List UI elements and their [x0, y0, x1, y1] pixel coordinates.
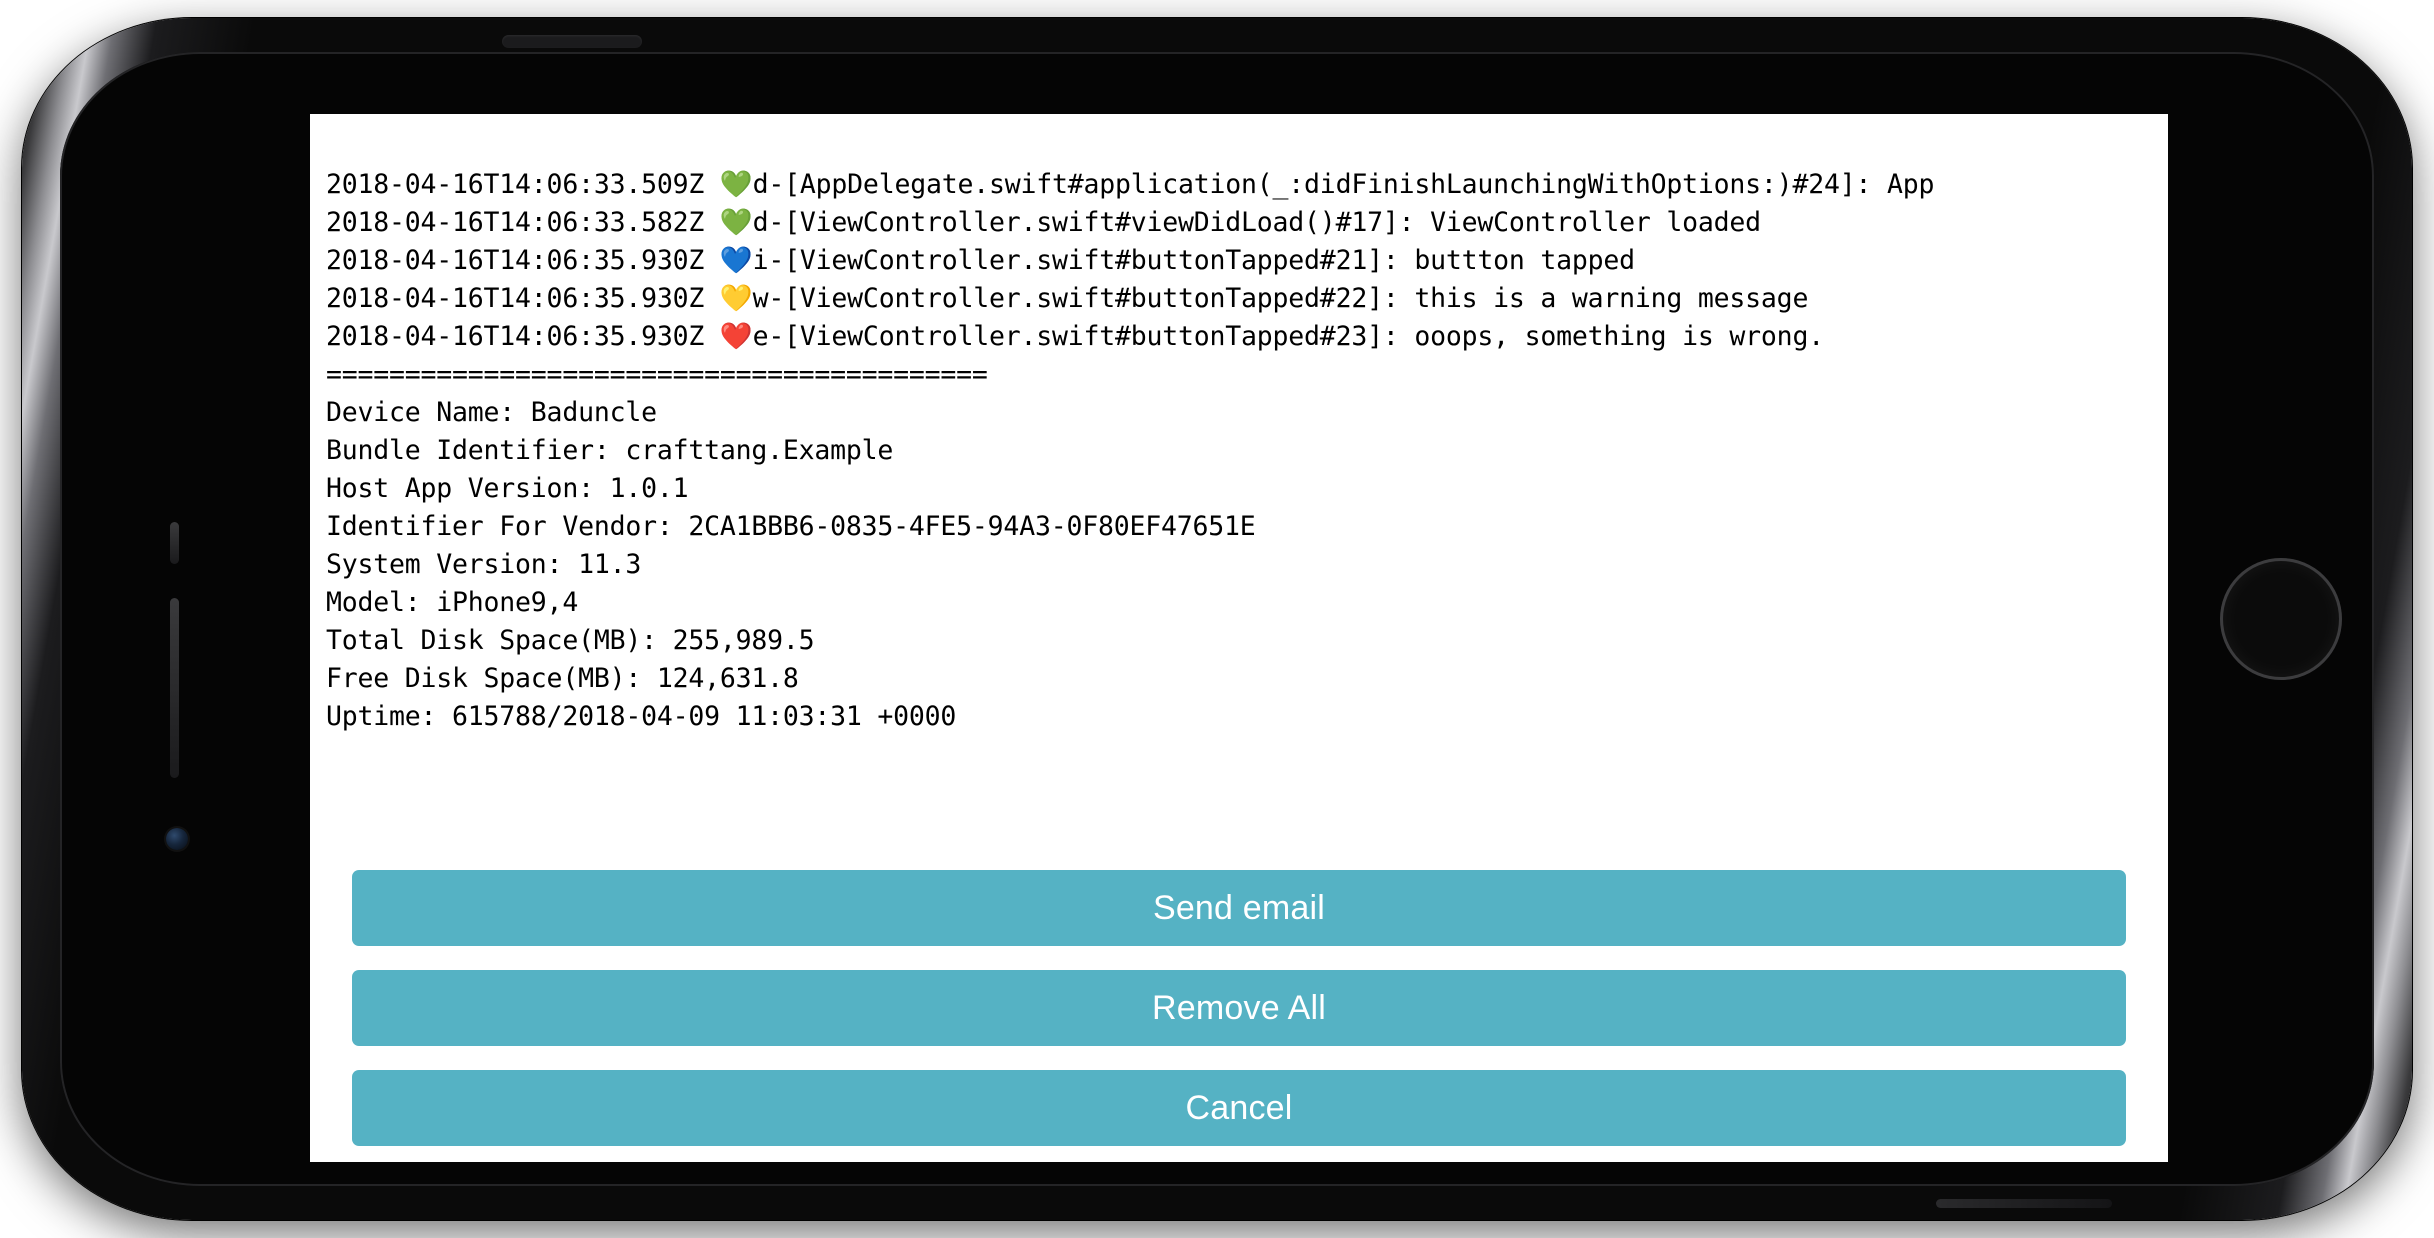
section-divider: ========================================… [326, 359, 988, 390]
device-info-row: Device Name: Baduncle [326, 397, 657, 428]
home-button[interactable] [2220, 558, 2342, 680]
device-info-row: Identifier For Vendor: 2CA1BBB6-0835-4FE… [326, 511, 1256, 542]
log-line[interactable]: 2018-04-16T14:06:35.930Z 💛w-[ViewControl… [326, 280, 2168, 318]
log-line-text: 2018-04-16T14:06:33.582Z 💚d-[ViewControl… [326, 207, 1761, 238]
device-info-row: Free Disk Space(MB): 124,631.8 [326, 663, 799, 694]
log-line-list: 2018-04-16T14:06:33.509Z 💚d-[AppDelegate… [326, 166, 2168, 356]
log-line[interactable]: 2018-04-16T14:06:33.509Z 💚d-[AppDelegate… [326, 166, 2168, 204]
earpiece-speaker-icon [502, 35, 642, 48]
action-button-stack: Send email Remove All Cancel [352, 870, 2126, 1146]
log-line-text: 2018-04-16T14:06:35.930Z ❤️e-[ViewContro… [326, 321, 1824, 352]
log-line[interactable]: 2018-04-16T14:06:35.930Z 💙i-[ViewControl… [326, 242, 2168, 280]
log-line-text: 2018-04-16T14:06:33.509Z 💚d-[AppDelegate… [326, 169, 1935, 200]
front-camera-icon [166, 828, 188, 850]
silent-switch-button[interactable] [170, 522, 179, 564]
volume-button[interactable] [170, 598, 179, 778]
phone-screen: 2018-04-16T14:06:33.509Z 💚d-[AppDelegate… [310, 114, 2168, 1162]
device-info-row: Bundle Identifier: crafttang.Example [326, 435, 894, 466]
device-info-row: Uptime: 615788/2018-04-09 11:03:31 +0000 [326, 701, 957, 732]
remove-all-button[interactable]: Remove All [352, 970, 2126, 1046]
log-line[interactable]: 2018-04-16T14:06:33.582Z 💚d-[ViewControl… [326, 204, 2168, 242]
device-info-row: Total Disk Space(MB): 255,989.5 [326, 625, 815, 656]
phone-frame: 2018-04-16T14:06:33.509Z 💚d-[AppDelegate… [22, 18, 2412, 1220]
cancel-button[interactable]: Cancel [352, 1070, 2126, 1146]
log-line[interactable]: 2018-04-16T14:06:35.930Z ❤️e-[ViewContro… [326, 318, 2168, 356]
device-info-row: Host App Version: 1.0.1 [326, 473, 689, 504]
device-info-row: Model: iPhone9,4 [326, 587, 579, 618]
device-info-block: Device Name: Baduncle Bundle Identifier:… [326, 394, 2168, 736]
log-line-text: 2018-04-16T14:06:35.930Z 💙i-[ViewControl… [326, 245, 1635, 276]
send-email-button[interactable]: Send email [352, 870, 2126, 946]
device-info-row: System Version: 11.3 [326, 549, 642, 580]
log-console[interactable]: 2018-04-16T14:06:33.509Z 💚d-[AppDelegate… [310, 114, 2168, 736]
log-line-text: 2018-04-16T14:06:35.930Z 💛w-[ViewControl… [326, 283, 1809, 314]
power-button[interactable] [1936, 1199, 2112, 1208]
